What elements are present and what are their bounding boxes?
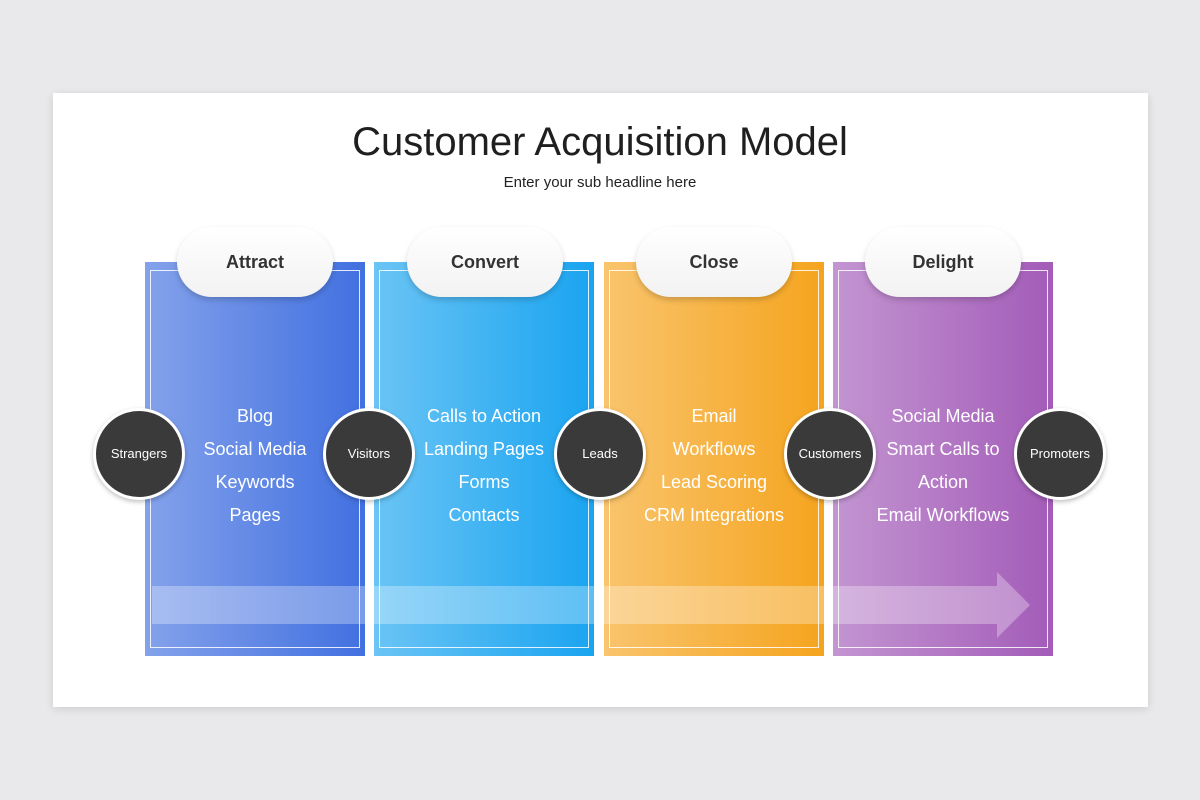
stage-item: Calls to Action <box>426 406 542 426</box>
stage-item: Social Media <box>203 439 307 459</box>
stage-item: Keywords <box>215 472 295 492</box>
stage-item: Pages <box>229 505 281 525</box>
stage-header-convert: Convert <box>407 227 563 297</box>
stage-header-attract: Attract <box>177 227 333 297</box>
page-subtitle: Enter your sub headline here <box>503 174 697 191</box>
stage-header-close: Close <box>636 227 792 297</box>
stage-item: Social Media <box>891 406 995 426</box>
stage-item: Email <box>691 406 737 426</box>
milestone-visitors: Visitors <box>323 408 415 500</box>
stage-items-close: Email Workflows Lead Scoring CRM Integra… <box>604 400 824 532</box>
milestone-leads: Leads <box>554 408 646 500</box>
stage-items-delight: Social Media Smart Calls to Action Email… <box>833 400 1053 532</box>
milestone-customers: Customers <box>784 408 876 500</box>
stage-item: Action <box>917 472 969 492</box>
stage-item: Blog <box>236 406 274 426</box>
stage-item: Email Workflows <box>876 505 1010 525</box>
stage-item: Workflows <box>672 439 756 459</box>
page-title: Customer Acquisition Model <box>352 120 848 164</box>
stage-header-delight: Delight <box>865 227 1021 297</box>
stage-item: Landing Pages <box>423 439 545 459</box>
milestone-strangers: Strangers <box>93 408 185 500</box>
stage-items-attract: Blog Social Media Keywords Pages <box>145 400 365 532</box>
stage-item: Smart Calls to <box>886 439 1000 459</box>
stage-item: Lead Scoring <box>660 472 768 492</box>
stage-item: Contacts <box>448 505 520 525</box>
stage-item: CRM Integrations <box>643 505 785 525</box>
flow-arrow-icon <box>152 572 1030 638</box>
stage-items-convert: Calls to Action Landing Pages Forms Cont… <box>374 400 594 532</box>
milestone-promoters: Promoters <box>1014 408 1106 500</box>
stage-item: Forms <box>458 472 510 492</box>
